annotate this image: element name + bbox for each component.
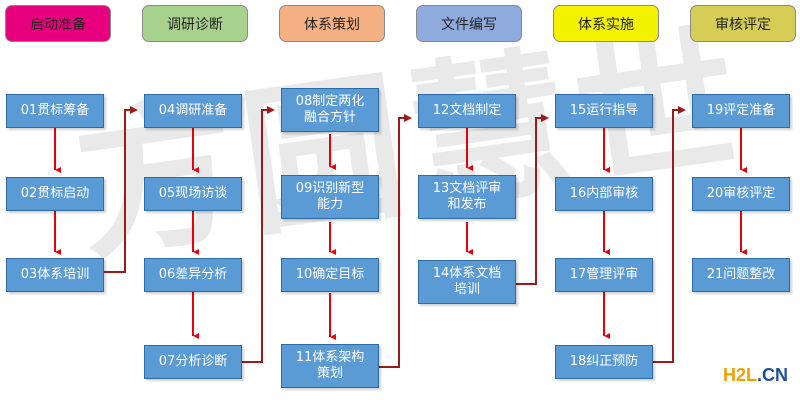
- step-21: 21问题整改: [692, 258, 790, 292]
- step-02: 02贯标启动: [6, 177, 104, 211]
- step-07: 07分析诊断: [144, 345, 242, 379]
- step-15: 15运行指导: [555, 94, 653, 128]
- phase-header-docs: 文件编写: [416, 5, 522, 42]
- step-16: 16内部审核: [555, 177, 653, 211]
- brand-logo-part1: H2L: [722, 365, 757, 385]
- transition-18-19: [653, 106, 686, 363]
- brand-logo: H2L.CN: [723, 365, 788, 386]
- step-01: 01贯标筹备: [6, 94, 104, 128]
- transition-07-08: [242, 106, 275, 363]
- step-08: 08制定两化 融合方针: [281, 88, 379, 132]
- transition-14-15: [516, 114, 549, 285]
- phase-header-implement: 体系实施: [553, 5, 659, 42]
- step-11: 11体系架构 策划: [281, 344, 379, 388]
- step-14: 14体系文档 培训: [418, 260, 516, 304]
- step-05: 05现场访谈: [144, 177, 242, 211]
- step-09: 09识别新型 能力: [281, 175, 379, 219]
- step-20: 20审核评定: [692, 177, 790, 211]
- step-10: 10确定目标: [281, 258, 379, 292]
- transition-11-12: [379, 114, 412, 368]
- step-19: 19评定准备: [692, 94, 790, 128]
- step-03: 03体系培训: [6, 258, 104, 292]
- step-06: 06差异分析: [144, 258, 242, 292]
- step-18: 18纠正预防: [555, 345, 653, 379]
- phase-header-audit: 审核评定: [690, 5, 796, 42]
- brand-logo-part2: .CN: [757, 365, 788, 385]
- phase-header-startup: 启动准备: [5, 5, 111, 42]
- phase-header-planning: 体系策划: [279, 5, 385, 42]
- phase-header-research: 调研诊断: [142, 5, 248, 42]
- transition-03-04: [104, 106, 138, 273]
- step-13: 13文档评审 和发布: [418, 175, 516, 219]
- step-12: 12文档制定: [418, 94, 516, 128]
- step-04: 04调研准备: [144, 94, 242, 128]
- step-17: 17管理评审: [555, 258, 653, 292]
